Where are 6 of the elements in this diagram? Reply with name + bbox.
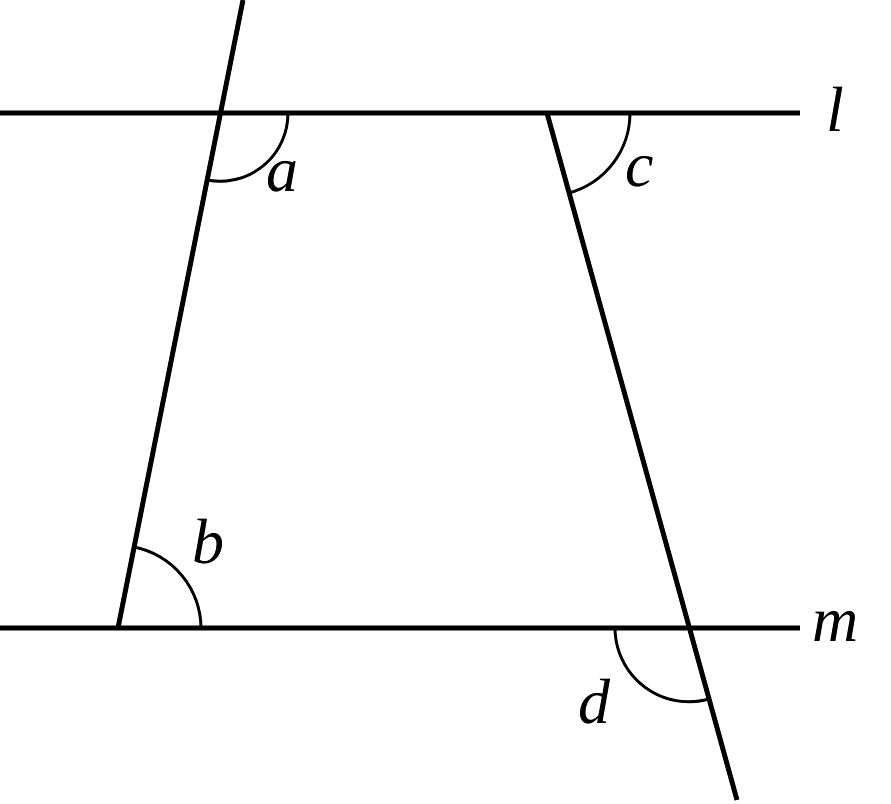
angle-label: c	[625, 133, 654, 197]
line-label: m	[812, 588, 858, 652]
angle-label: b	[192, 510, 224, 574]
angle-label: a	[266, 138, 298, 202]
line-label: l	[826, 78, 844, 142]
angle-label: d	[578, 670, 610, 734]
